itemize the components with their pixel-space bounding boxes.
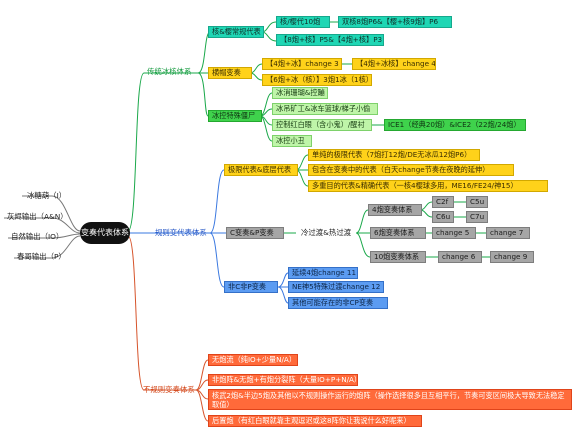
left-item-spring-output[interactable]: 春哥输出（P） bbox=[17, 251, 66, 261]
change-a-child-node[interactable]: 【4炮+冰核】change 4 bbox=[352, 58, 436, 70]
link-root-left-4 bbox=[14, 235, 81, 259]
link-root-traditional bbox=[127, 72, 198, 232]
change-node[interactable]: 横帽变奏 bbox=[208, 67, 252, 79]
core-rep-node[interactable]: 核&樱常规代表 bbox=[208, 26, 264, 38]
change-a-node[interactable]: 【4炮+冰】change 3 bbox=[262, 58, 342, 70]
limit-c-node[interactable]: 多重目的代表&精确代表（一核4樱球多用，ME16/FE24/神15） bbox=[308, 180, 548, 192]
change5-node[interactable]: change 5 bbox=[432, 227, 476, 239]
link-irr-a bbox=[195, 359, 209, 391]
c2f-node[interactable]: C2f bbox=[432, 196, 454, 208]
core-rep-a-child-node[interactable]: 双核8炮P6&【樱+核9炮】P6 bbox=[338, 16, 452, 28]
c6u-node[interactable]: C6u bbox=[432, 211, 454, 223]
left-item-nature-output[interactable]: 自然输出（IO） bbox=[11, 231, 64, 241]
category-irregular[interactable]: 不规则变奏体系 bbox=[143, 384, 195, 394]
limit-node[interactable]: 极限代表&底层代表 bbox=[224, 164, 298, 176]
ice-a-node[interactable]: 冰消珊瑚&控蹦 bbox=[272, 87, 328, 99]
ice-b-node[interactable]: 冰吊矿工&冰车篮球/梯子小偷 bbox=[272, 103, 378, 115]
irregular-c-node[interactable]: 核武2炮&半边5炮及其他以不规则操作运行的炮阵（操作选择很多且互相平行，节奏可变… bbox=[208, 389, 572, 410]
c5u-node[interactable]: C5u bbox=[466, 196, 488, 208]
four-cannon-node[interactable]: 4炮变奏体系 bbox=[368, 204, 422, 216]
root-node[interactable]: 变奏代表体系 bbox=[80, 222, 130, 244]
ice-d-node[interactable]: 冰控小丑 bbox=[272, 135, 312, 147]
category-traditional[interactable]: 传统冰核体系 bbox=[147, 66, 192, 76]
link-noncp-c bbox=[277, 286, 289, 304]
cold-transition-label[interactable]: 冷过渡&热过渡 bbox=[301, 228, 352, 238]
link-root-left-1 bbox=[22, 195, 81, 232]
ten-cannon-node[interactable]: 10炮变奏体系 bbox=[370, 251, 426, 263]
category-regular[interactable]: 规则变代表体系 bbox=[155, 227, 207, 237]
link-root-left-2 bbox=[4, 217, 81, 234]
ice-c-child-node[interactable]: ICE1（经典20炮）&ICE2（22炮/24炮） bbox=[384, 119, 526, 131]
link-root-left-3 bbox=[8, 233, 81, 239]
left-item-ash-output[interactable]: 灰烬输出（A&N） bbox=[7, 211, 68, 221]
six-cannon-node[interactable]: 6炮变奏体系 bbox=[370, 227, 426, 239]
link-trad-ice bbox=[197, 72, 209, 117]
non-cp-b-node[interactable]: NE神5特殊过渡change 12 bbox=[288, 281, 384, 293]
link-noncp-a bbox=[277, 272, 289, 288]
change9-node[interactable]: change 9 bbox=[490, 251, 534, 263]
ice-c-node[interactable]: 控制红白眼（含小鬼）/醒衬 bbox=[272, 119, 372, 131]
change7-node[interactable]: change 7 bbox=[486, 227, 530, 239]
link-cold-four bbox=[355, 209, 369, 234]
c7u-node[interactable]: C7u bbox=[466, 211, 488, 223]
link-core-a bbox=[261, 21, 277, 33]
non-cp-node[interactable]: 非C非P变奏 bbox=[224, 281, 278, 293]
change6-node[interactable]: change 6 bbox=[438, 251, 482, 263]
link-root-irregular bbox=[127, 235, 196, 391]
non-cp-c-node[interactable]: 其他可能存在的非CP变奏 bbox=[288, 297, 388, 309]
limit-b-node[interactable]: 包含在变奏中的代表（白天change节奏在夜晚的延伸） bbox=[308, 164, 514, 176]
core-rep-b-node[interactable]: 【8炮+核】P5&【4炮+核】P3 bbox=[276, 34, 384, 46]
left-item-ice-gourd[interactable]: 冰糖葫（I） bbox=[27, 190, 67, 200]
link-irr-d bbox=[195, 389, 209, 422]
link-reg-noncp bbox=[209, 232, 225, 288]
link-core-b bbox=[261, 31, 277, 42]
change-b-node[interactable]: 【6炮+冰（核）】3炮1冰（1核） bbox=[262, 74, 372, 86]
limit-a-node[interactable]: 单纯的极限代表（7炮打12炮/DE无冰瓜12炮P6） bbox=[308, 149, 480, 161]
non-cp-a-node[interactable]: 延续4炮change 11 bbox=[288, 267, 358, 279]
link-cold-ten bbox=[355, 232, 371, 258]
irregular-d-node[interactable]: 后置炮（有红白眼就靠主观逗迟或这8阵你让我说什么好呢来） bbox=[208, 415, 422, 427]
irregular-b-node[interactable]: 非炮阵&无炮+有炮分裂阵（大量IO+P+N/A） bbox=[208, 374, 358, 386]
core-rep-a-node[interactable]: 核/樱代10炮 bbox=[276, 16, 330, 28]
link-reg-limit bbox=[209, 169, 225, 234]
c-variant-node[interactable]: C变奏&P变奏 bbox=[226, 227, 284, 239]
ice-control-node[interactable]: 冰控特殊僵尸 bbox=[208, 110, 262, 122]
irregular-a-node[interactable]: 无炮流（纯IO+少量N/A） bbox=[208, 354, 298, 366]
